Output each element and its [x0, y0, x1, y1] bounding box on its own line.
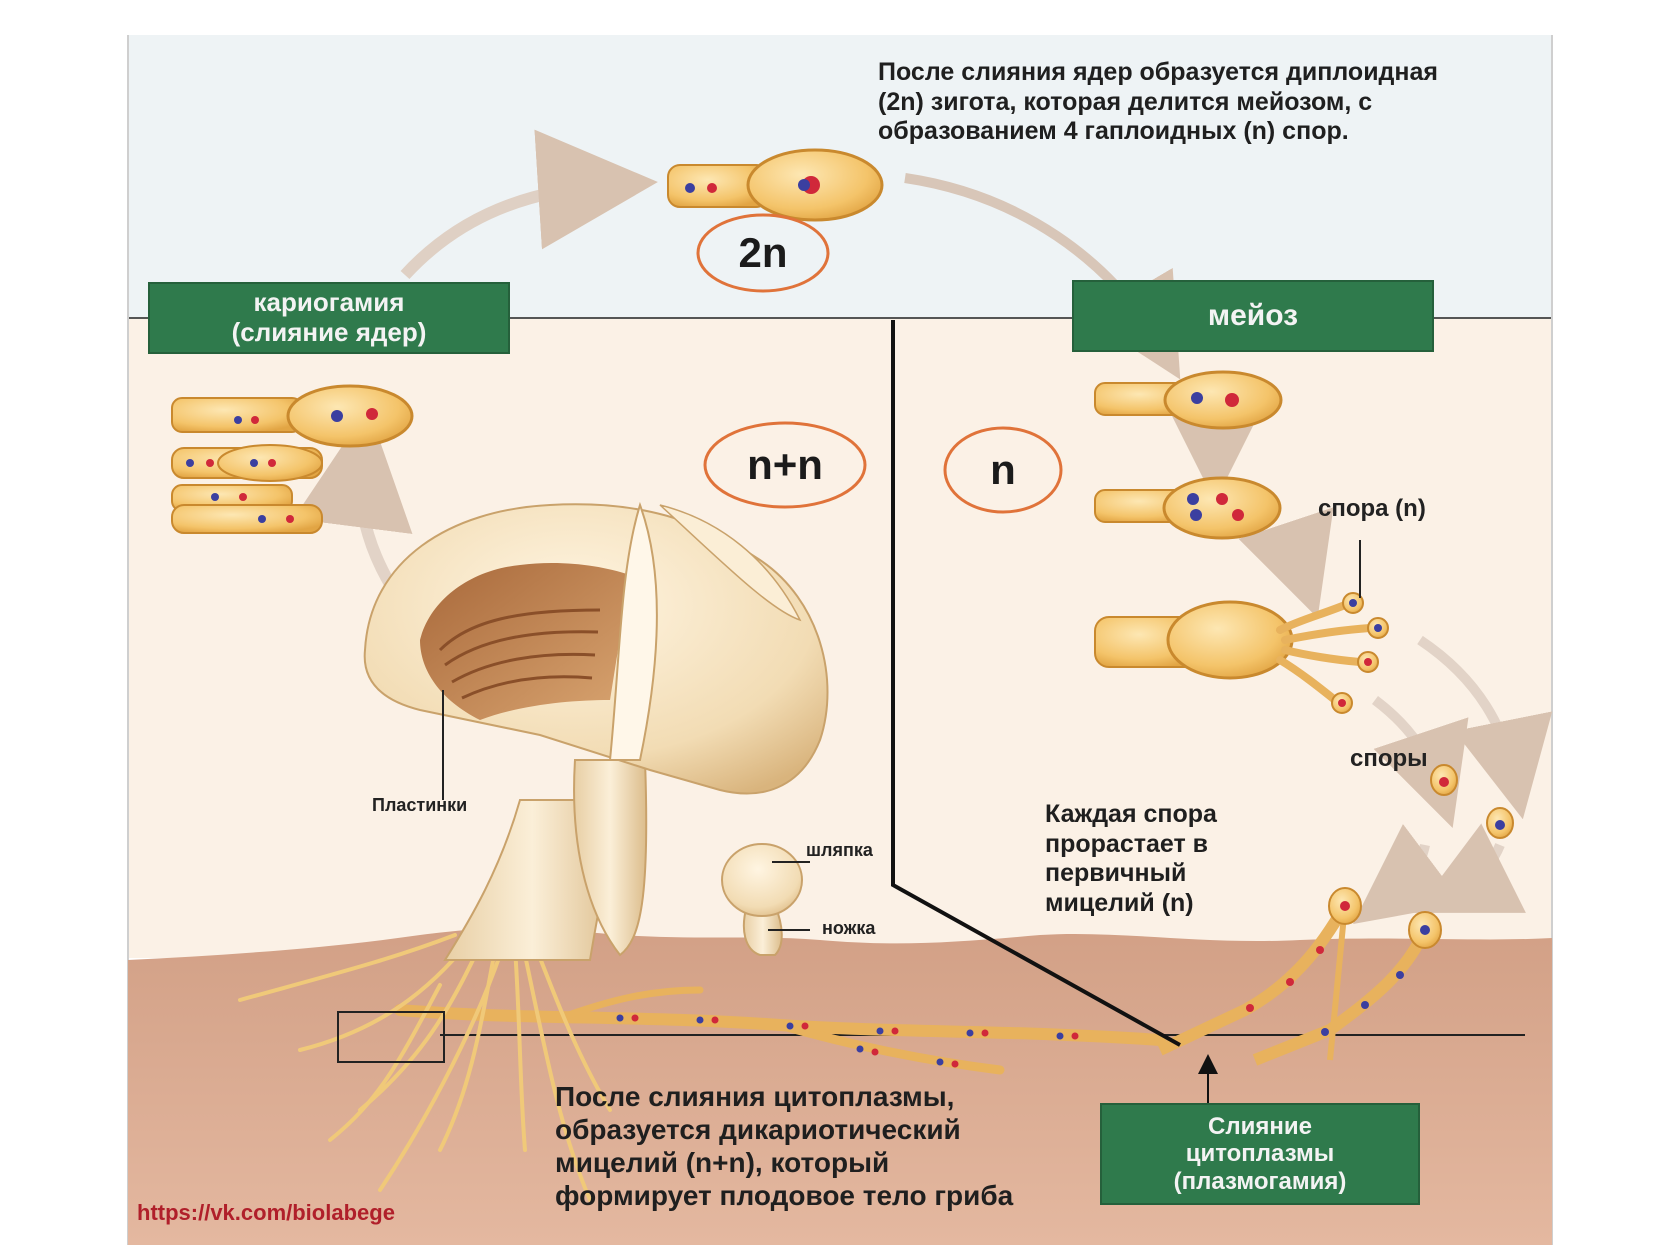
- released-spore-1: [1430, 764, 1458, 796]
- meiosis-cells: [1094, 370, 1283, 540]
- karyogamy-line-2: (слияние ядер): [231, 317, 427, 347]
- spore-label: спора (n): [1318, 495, 1426, 522]
- cap-label: шляпка: [806, 840, 873, 860]
- dikaryon-line-1: После слияния цитоплазмы,: [555, 1081, 955, 1112]
- karyogamy-cells: [171, 384, 414, 534]
- germination-line-4: мицелий (n): [1045, 888, 1194, 917]
- stalk-label: ножка: [822, 918, 876, 938]
- gills-label: Пластинки: [372, 795, 468, 815]
- arrow-karyogamy-to-zygote: [400, 129, 658, 280]
- germination-note: Каждая спора прорастает в первичный мице…: [1045, 800, 1217, 918]
- zygote-cell: [667, 148, 884, 222]
- karyogamy-line-1: кариогамия: [253, 287, 405, 318]
- mycelium-nuclei: [616, 1014, 1079, 1068]
- dikaryon-line-4: формирует плодовое тело гриба: [555, 1180, 1014, 1212]
- germination-line-2: прорастает в: [1045, 829, 1209, 858]
- ploidy-n-label: n: [990, 446, 1016, 493]
- ring-n: [943, 426, 1063, 514]
- plasmogamy-box: Слияние цитоплазмы (плазмогамия): [1100, 1103, 1420, 1205]
- meiosis-box: мейоз: [1072, 280, 1434, 352]
- ploidy-n-plus-n-label: n+n: [747, 441, 823, 488]
- germination-line-1: Каждая спора: [1045, 800, 1217, 828]
- plasmogamy-line-1: Слияние: [1208, 1112, 1312, 1140]
- dikaryon-note: После слияния цитоплазмы, образуется дик…: [555, 1080, 1013, 1212]
- karyogamy-box: кариогамия (слияние ядер): [148, 282, 510, 354]
- plasmogamy-line-2: цитоплазмы: [1185, 1140, 1335, 1168]
- dikaryotic-mycelium: [394, 986, 1166, 1075]
- zygote-note-line-3: образованием 4 гаплоидных (n) спор.: [878, 117, 1349, 145]
- ploidy-2n-label: 2n: [738, 229, 788, 276]
- plasmogamy-line-3: (плазмогамия): [1173, 1167, 1347, 1195]
- zygote-meiosis-note: После слияния ядер образуется диплоидная…: [878, 58, 1438, 147]
- spores-label: споры: [1350, 745, 1428, 772]
- ring-2n: [696, 213, 830, 293]
- ploidy-boundary: [891, 320, 1181, 1047]
- meiosis-label: мейоз: [1207, 298, 1299, 332]
- basidium: [1094, 592, 1389, 714]
- arrow-meiosis-step-2: [1238, 507, 1334, 618]
- primary-mycelium-nuclei: [1246, 901, 1430, 1036]
- arrow-spore-release-2: [1417, 635, 1553, 820]
- germination-line-3: первичный: [1045, 859, 1187, 887]
- zygote-note-line-2: (2n) зигота, которая делится мейозом, с: [878, 87, 1373, 116]
- released-spore-2: [1486, 807, 1514, 839]
- dikaryon-line-2: образуется дикариотический: [555, 1114, 961, 1146]
- zygote-note-line-1: После слияния ядер образуется диплоидная: [878, 58, 1439, 86]
- mycelium-zoom-box: [337, 1011, 445, 1063]
- source-link[interactable]: https://vk.com/biolabege: [137, 1200, 395, 1225]
- dikaryon-line-3: мицелий (n+n), который: [555, 1147, 890, 1179]
- mature-mushroom: [363, 501, 829, 961]
- ring-n-plus-n: [703, 421, 867, 509]
- arrow-spore-germinate-2: [1414, 823, 1527, 913]
